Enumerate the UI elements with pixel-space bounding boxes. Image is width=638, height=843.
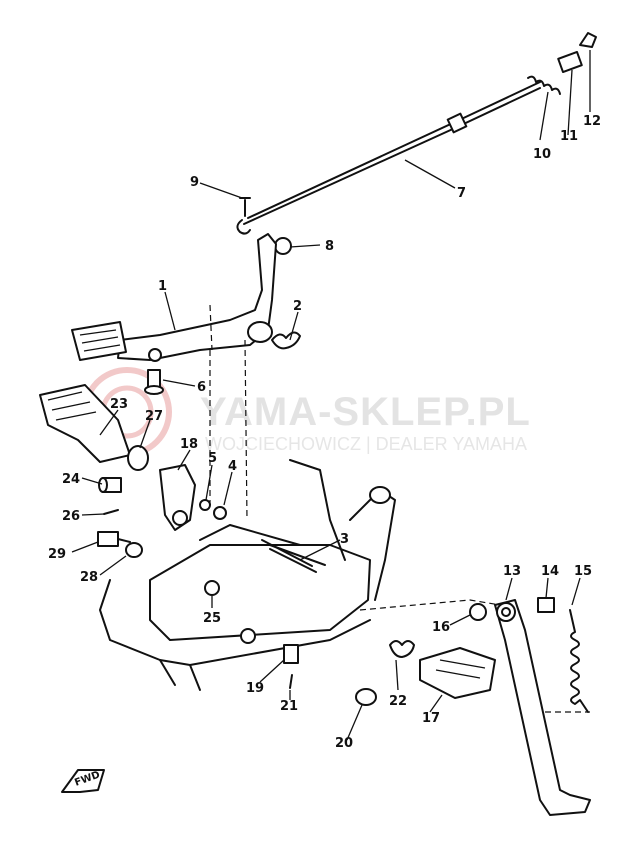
callout-22: 22 (389, 694, 407, 709)
callout-3: 3 (340, 532, 349, 547)
cotter-pin-21 (289, 674, 293, 689)
bolt-9 (239, 197, 251, 217)
assembly-lines (209, 304, 248, 521)
callout-10: 10 (533, 147, 551, 162)
callout-2: 2 (293, 299, 302, 314)
callout-5: 5 (208, 451, 217, 466)
nut-16 (469, 603, 487, 621)
collar-27 (127, 445, 149, 471)
pin-19 (283, 644, 299, 664)
side-stand (494, 599, 591, 816)
footrest-23 (39, 384, 131, 463)
callout-4: 4 (228, 459, 237, 474)
callout-12: 12 (583, 114, 601, 129)
callout-21: 21 (280, 699, 298, 714)
callout-16: 16 (432, 620, 450, 635)
washer-20 (355, 688, 377, 706)
washer-5 (199, 499, 211, 511)
watermark-title: YAMA-SKLEP.PL (200, 390, 531, 434)
callout-19: 19 (246, 681, 264, 696)
callout-24: 24 (62, 472, 80, 487)
washer-4 (213, 506, 227, 520)
cotter-pin-26 (103, 509, 119, 515)
washer-28 (125, 542, 143, 558)
bolt-29 (97, 531, 131, 547)
spring-15 (569, 609, 589, 713)
callout-29: 29 (48, 547, 66, 562)
spring-22 (389, 640, 415, 658)
callout-7: 7 (457, 186, 466, 201)
callout-28: 28 (80, 570, 98, 585)
spring-2 (271, 331, 301, 350)
callout-20: 20 (335, 736, 353, 751)
watermark-subtitle: WOJCIECHOWICZ | DEALER YAMAHA (205, 434, 527, 454)
callout-15: 15 (574, 564, 592, 579)
callout-27: 27 (145, 409, 163, 424)
callouts: 1 2 3 4 5 6 7 8 9 10 11 12 13 14 15 16 1… (48, 114, 601, 751)
brake-pedal (71, 233, 277, 362)
footrest-17 (419, 647, 496, 699)
bolt-14 (537, 597, 555, 613)
callout-6: 6 (197, 380, 206, 395)
nut-8 (274, 237, 292, 255)
watermark: YAMA-SKLEP.PL WOJCIECHOWICZ | DEALER YAM… (82, 367, 531, 457)
callout-26: 26 (62, 509, 80, 524)
callout-14: 14 (541, 564, 559, 579)
bolt-6 (144, 369, 164, 395)
cable-joint (557, 32, 597, 73)
nut-25 (204, 580, 220, 596)
leader-lines (71, 50, 591, 741)
callout-13: 13 (503, 564, 521, 579)
bolt-3 (261, 539, 317, 573)
callout-23: 23 (110, 397, 128, 412)
callout-8: 8 (325, 239, 334, 254)
callout-17: 17 (422, 711, 440, 726)
callout-1: 1 (158, 279, 167, 294)
callout-11: 11 (560, 129, 578, 144)
fwd-arrow: FWD (61, 769, 105, 793)
callout-25: 25 (203, 611, 221, 626)
callout-18: 18 (180, 437, 198, 452)
brake-cable (236, 75, 561, 235)
main-frame (99, 459, 396, 691)
pin-24 (98, 477, 122, 493)
callout-9: 9 (190, 175, 199, 190)
